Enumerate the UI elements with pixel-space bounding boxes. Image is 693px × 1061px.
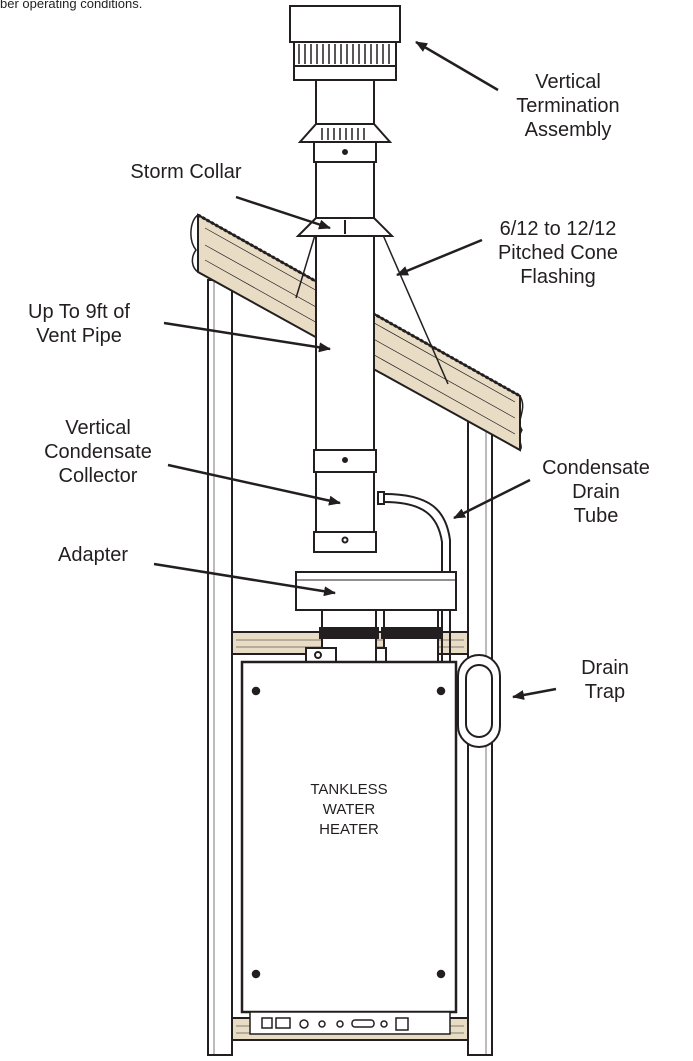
arrow-storm-collar	[235, 195, 331, 230]
label-drain-trap: Drain Trap	[581, 657, 629, 703]
drain-trap	[457, 654, 501, 748]
storm-collar	[295, 217, 395, 237]
left-stud	[207, 279, 233, 1056]
arrow-drain-tube	[453, 478, 531, 520]
cone-flashing	[295, 234, 449, 385]
heater-connectors	[305, 609, 441, 663]
arrow-drain-trap	[512, 687, 557, 700]
arrow-adapter	[153, 562, 336, 597]
arrow-cone-flashing	[396, 238, 483, 277]
heater-label: TANKLESS WATER HEATER	[310, 781, 388, 838]
arrow-vertical-termination	[415, 40, 499, 92]
label-cone-flashing: 6/12 to 12/12 Pitched Cone Flashing	[497, 218, 619, 288]
label-vertical-termination: Vertical Termination Assembly	[516, 71, 620, 141]
label-condensate-collector: Vertical Condensate Collector	[44, 417, 152, 487]
label-drain-tube: Condensate Drain Tube	[542, 457, 650, 527]
tankless-water-heater	[240, 660, 458, 1035]
label-storm-collar: Storm Collar	[130, 161, 242, 183]
arrow-vent-pipe	[163, 321, 331, 353]
top-note-text: ber operating conditions.	[0, 0, 143, 11]
label-vent-pipe: Up To 9ft of Vent Pipe	[28, 301, 130, 347]
arrow-condensate-collector	[167, 463, 341, 506]
vent-pipe	[315, 161, 375, 451]
leader-arrows	[153, 40, 557, 700]
condensate-collector	[313, 449, 385, 553]
termination-cap	[289, 5, 401, 163]
label-adapter: Adapter	[58, 544, 129, 566]
